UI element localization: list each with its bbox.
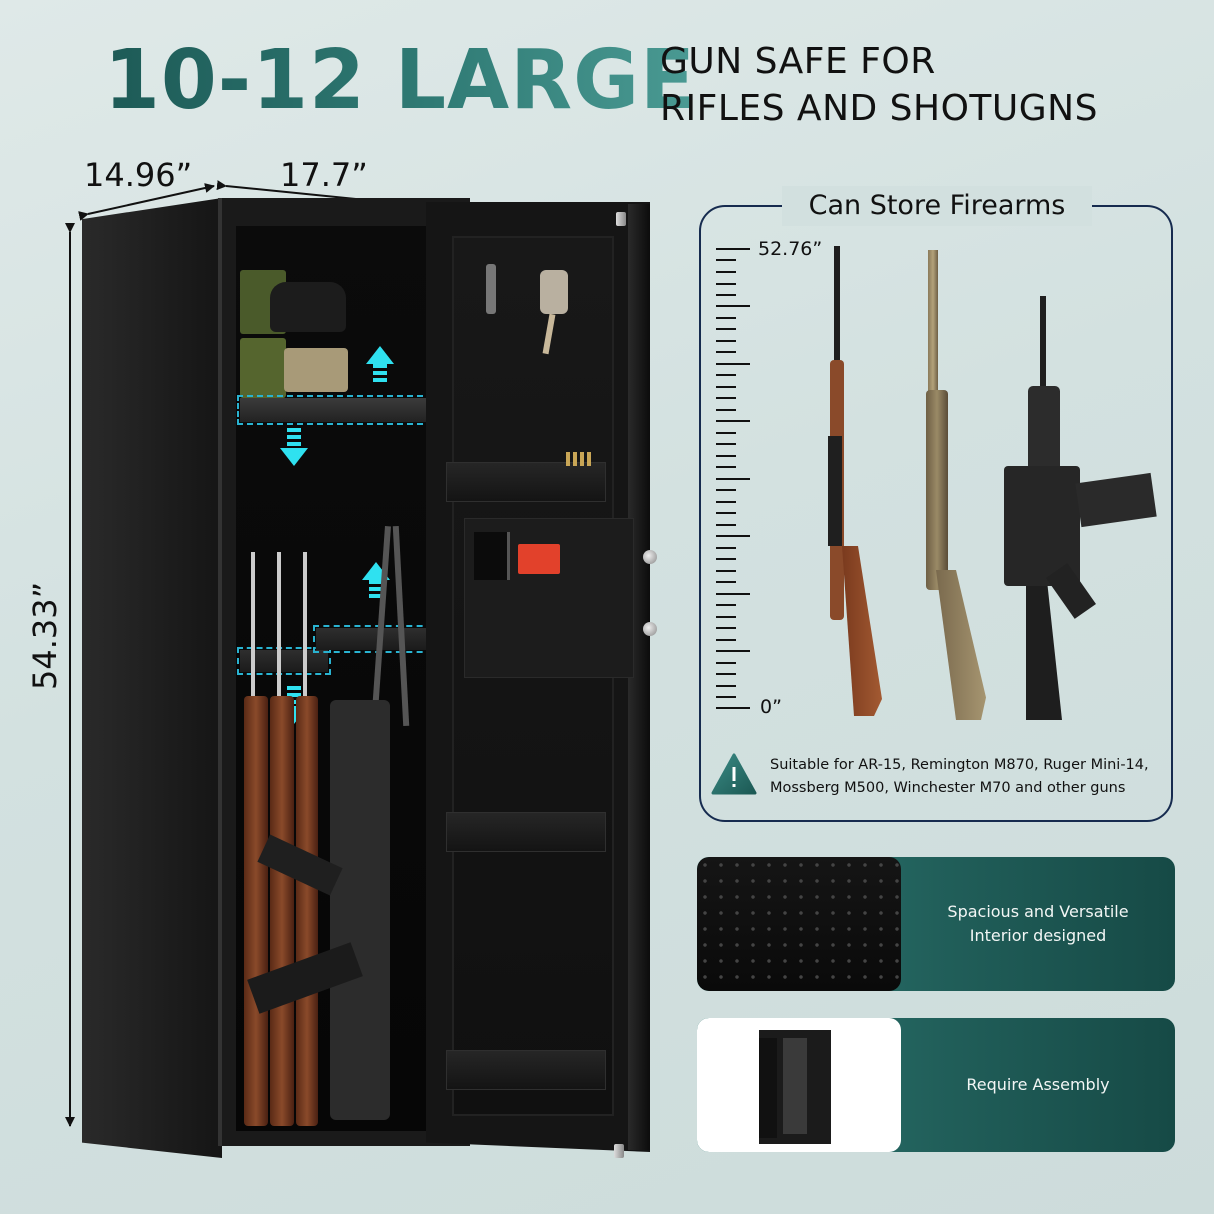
- lock-bolt-icon: [643, 622, 657, 636]
- door-magazine-tray: [446, 1050, 606, 1090]
- feature-card-interior: Spacious and Versatile Interior designed: [697, 857, 1175, 991]
- hinge-pin-icon: [616, 212, 626, 226]
- note-line1: Suitable for AR-15, Remington M870, Ruge…: [770, 757, 1149, 773]
- feature-label-line1: Spacious and Versatile: [947, 902, 1129, 921]
- wood-stock: [296, 696, 318, 1126]
- shelf-down-arrow-icon: [280, 428, 308, 466]
- feature-label: Spacious and Versatile Interior designed: [901, 857, 1175, 991]
- hinge-pin-icon: [614, 1144, 624, 1158]
- feature-label-line2: Interior designed: [969, 926, 1107, 945]
- headline-sub-line2: RIFLES AND SHOTUGNS: [660, 88, 1098, 129]
- shelf-up-arrow-icon: [366, 346, 394, 384]
- store-firearms-title: Can Store Firearms: [808, 190, 1066, 221]
- keys-icon: [540, 270, 568, 314]
- wood-stock-rifle-image: [820, 246, 920, 726]
- wood-stock: [244, 696, 268, 1126]
- headline-subtitle: GUN SAFE FOR RIFLES AND SHOTUGNS: [660, 38, 1098, 132]
- shotgun-barrel: [303, 552, 307, 702]
- key-fob-icon: [486, 264, 496, 314]
- door-magazine-tray: [446, 812, 606, 852]
- headline-title: 10-12 LARGE: [104, 26, 696, 136]
- warning-triangle-icon: [711, 753, 757, 795]
- camo-shotgun-image: [920, 250, 1010, 730]
- length-ruler: [716, 248, 766, 709]
- compatibility-note: Suitable for AR-15, Remington M870, Ruge…: [770, 754, 1170, 800]
- wood-stock: [270, 696, 294, 1126]
- tactical-rifle: [330, 700, 390, 1120]
- safe-side-panel: [82, 198, 222, 1158]
- barrel-rack-right: [313, 625, 433, 653]
- interior-pegboard-image: [697, 857, 901, 991]
- lock-bolt-icon: [643, 550, 657, 564]
- assembly-diagram-image: [697, 1018, 901, 1152]
- feature-card-assembly: Require Assembly: [697, 1018, 1175, 1152]
- cabinet-interior-icon: [783, 1038, 807, 1134]
- night-vision-icon: [270, 282, 346, 332]
- cabinet-door-icon: [759, 1038, 777, 1138]
- keypad-cover-icon: [474, 532, 510, 580]
- warning-label: [518, 544, 560, 574]
- feature-label: Require Assembly: [901, 1018, 1175, 1152]
- shotgun-barrel: [277, 552, 281, 702]
- ruler-top-label: 52.76”: [758, 238, 823, 260]
- feature-label-line1: Require Assembly: [966, 1075, 1110, 1094]
- note-line2: Mossberg M500, Winchester M70 and other …: [770, 780, 1126, 796]
- door-edge: [628, 204, 650, 1150]
- ar-15-rifle-image: [998, 296, 1158, 726]
- ammo-rounds-icon: [566, 452, 592, 466]
- ruler-bottom-label: 0”: [760, 696, 782, 718]
- door-ammo-tray: [446, 462, 606, 502]
- ammo-box-icon: [240, 338, 286, 398]
- adjustable-top-shelf: [237, 395, 433, 425]
- title-background: [782, 186, 1092, 226]
- shotgun-barrel: [251, 552, 255, 702]
- optic-mount-icon: [284, 348, 348, 392]
- headline-sub-line1: GUN SAFE FOR: [660, 41, 936, 82]
